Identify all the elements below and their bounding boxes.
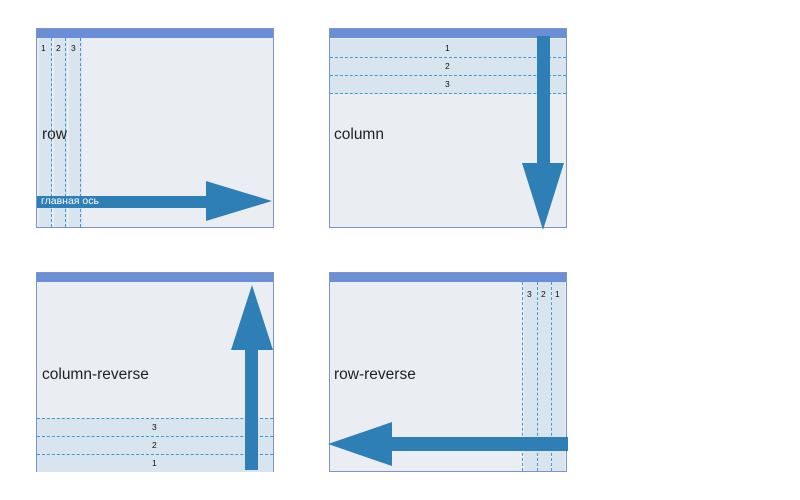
flex-item-1: [552, 282, 565, 471]
item-number: 2: [541, 289, 546, 299]
item-divider: [537, 282, 538, 471]
item-number: 1: [555, 289, 560, 299]
flex-item-3: [69, 38, 82, 227]
panel-title-bar: [37, 29, 273, 38]
item-divider: [37, 418, 273, 419]
item-divider: [522, 282, 523, 471]
item-divider: [37, 436, 273, 437]
main-axis-arrow-left: [328, 422, 568, 466]
item-number: 1: [41, 43, 46, 53]
main-axis-arrow-up: [231, 285, 273, 470]
flex-item-2: [37, 436, 273, 454]
flex-item-3: [37, 418, 273, 436]
item-divider: [330, 57, 566, 58]
panel-title-bar: [37, 273, 273, 282]
flex-item-2: [538, 282, 551, 471]
item-number: 2: [445, 61, 450, 71]
main-axis-arrow-right: [37, 181, 272, 221]
item-number: 3: [445, 79, 450, 89]
item-divider: [80, 38, 81, 227]
main-axis-label: главная ось: [41, 195, 99, 207]
item-number: 3: [527, 289, 532, 299]
flex-item-1: [39, 38, 52, 227]
item-number: 1: [152, 458, 157, 468]
main-axis-arrow-down: [522, 36, 564, 230]
item-number: 2: [152, 440, 157, 450]
item-divider: [330, 75, 566, 76]
panel-title-bar: [330, 273, 566, 282]
panel-label: row-reverse: [334, 366, 416, 383]
panel-label: column-reverse: [42, 366, 149, 383]
panel-label: row: [42, 126, 67, 143]
panel-row: 1 2 3 row: [36, 28, 274, 228]
flex-item-1: [330, 39, 566, 57]
flex-item-1: [37, 454, 273, 472]
item-divider: [551, 282, 552, 471]
flex-item-3: [330, 76, 566, 94]
panel-title-bar: [330, 29, 566, 38]
panel-label: column: [334, 126, 384, 143]
item-number: 3: [71, 43, 76, 53]
item-number: 1: [445, 43, 450, 53]
item-number: 3: [152, 422, 157, 432]
item-divider: [51, 38, 52, 227]
item-number: 2: [56, 43, 61, 53]
item-divider: [330, 93, 566, 94]
flex-item-2: [54, 38, 67, 227]
panel-column: 1 2 3 column: [329, 28, 567, 228]
item-divider: [37, 454, 273, 455]
flex-item-3: [524, 282, 537, 471]
panel-column-reverse: 3 2 1 column-reverse: [36, 272, 274, 472]
item-divider: [65, 38, 66, 227]
flex-item-2: [330, 58, 566, 76]
